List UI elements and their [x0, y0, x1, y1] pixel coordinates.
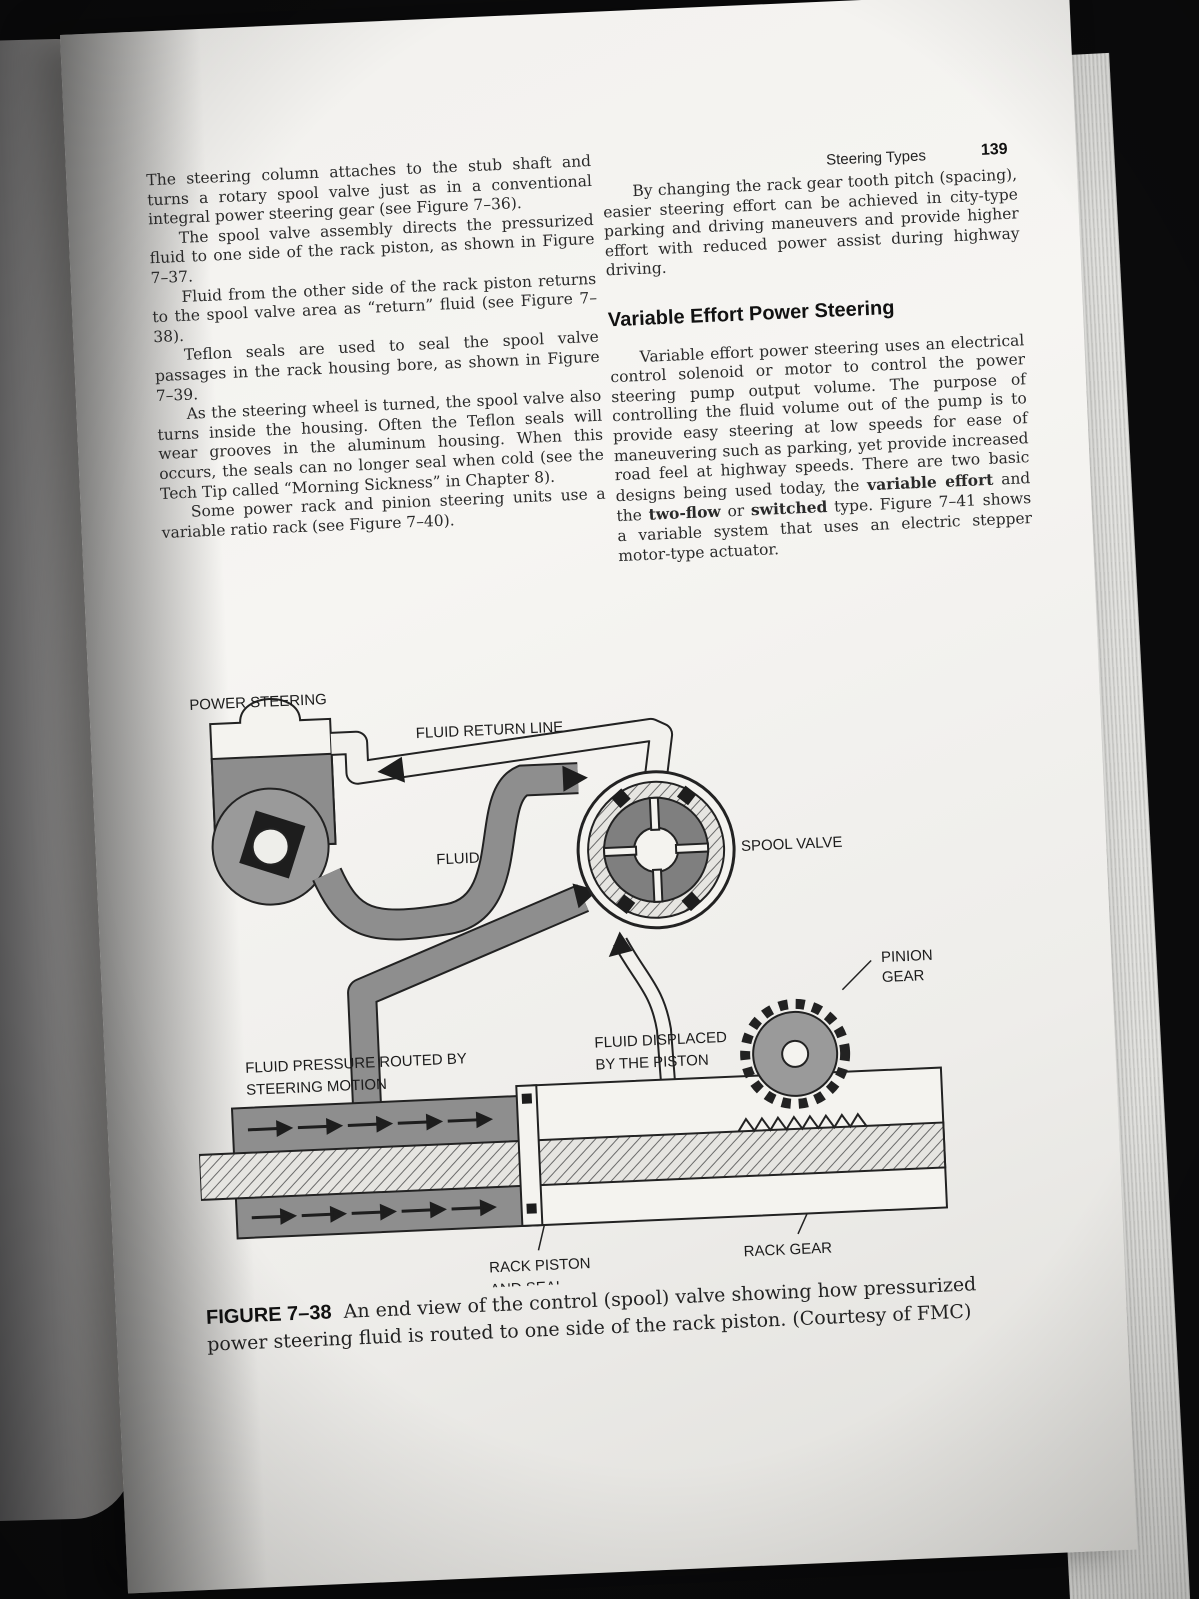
- leader-lines: [537, 959, 872, 1251]
- fluid-flow-arrow: [562, 765, 588, 792]
- book-page: Steering Types 139 The steering column a…: [60, 0, 1138, 1594]
- label-fluid: FLUID: [436, 849, 480, 868]
- label-spool-valve: SPOOL VALVE: [741, 834, 843, 855]
- left-text-column: The steering column attaches to the stub…: [146, 152, 607, 543]
- bold-term: two-flow: [648, 501, 722, 525]
- label-rack-gear: RACK GEAR: [743, 1239, 832, 1260]
- figure-number: FIGURE 7–38: [205, 1301, 333, 1329]
- power-steering-diagram: POWER STEERING FLUID RETURN LINE SPOOL V…: [189, 691, 949, 1298]
- running-head: Steering Types: [825, 147, 927, 169]
- bold-term: switched: [750, 497, 828, 520]
- figure-diagram: POWER STEERING FLUID RETURN LINE SPOOL V…: [178, 636, 1005, 1300]
- paragraph: Variable effort power steering uses an e…: [609, 331, 1033, 566]
- label-fluid-pressure-2: STEERING MOTION: [246, 1076, 387, 1099]
- return-flow-arrow: [377, 756, 405, 783]
- bold-term: variable effort: [866, 469, 994, 494]
- label-gear: GEAR: [882, 967, 925, 986]
- fluid-flow-arrow: [608, 931, 633, 957]
- pressure-arrows: [247, 1111, 497, 1225]
- power-steering-pump: [209, 698, 337, 906]
- label-fluid-displaced-1: FLUID DISPLACED: [594, 1029, 727, 1052]
- right-text-column: By changing the rack gear tooth pitch (s…: [602, 165, 1033, 566]
- label-power-steering: POWER STEERING: [189, 691, 327, 714]
- pinion-gear: [740, 998, 851, 1109]
- text-run: or: [720, 501, 752, 521]
- label-fluid-displaced-2: BY THE PISTON: [595, 1052, 709, 1074]
- label-pinion: PINION: [881, 947, 933, 966]
- page-number: 139: [980, 140, 1008, 159]
- rack-housing: [197, 1066, 949, 1240]
- label-fluid-return-line: FLUID RETURN LINE: [415, 719, 563, 742]
- label-rack-piston-1: RACK PISTON: [489, 1255, 591, 1276]
- section-heading: Variable Effort Power Steering: [607, 296, 895, 332]
- paragraph: As the steering wheel is turned, the spo…: [157, 386, 605, 503]
- spool-valve: [576, 770, 736, 930]
- paragraph: By changing the rack gear tooth pitch (s…: [602, 165, 1020, 280]
